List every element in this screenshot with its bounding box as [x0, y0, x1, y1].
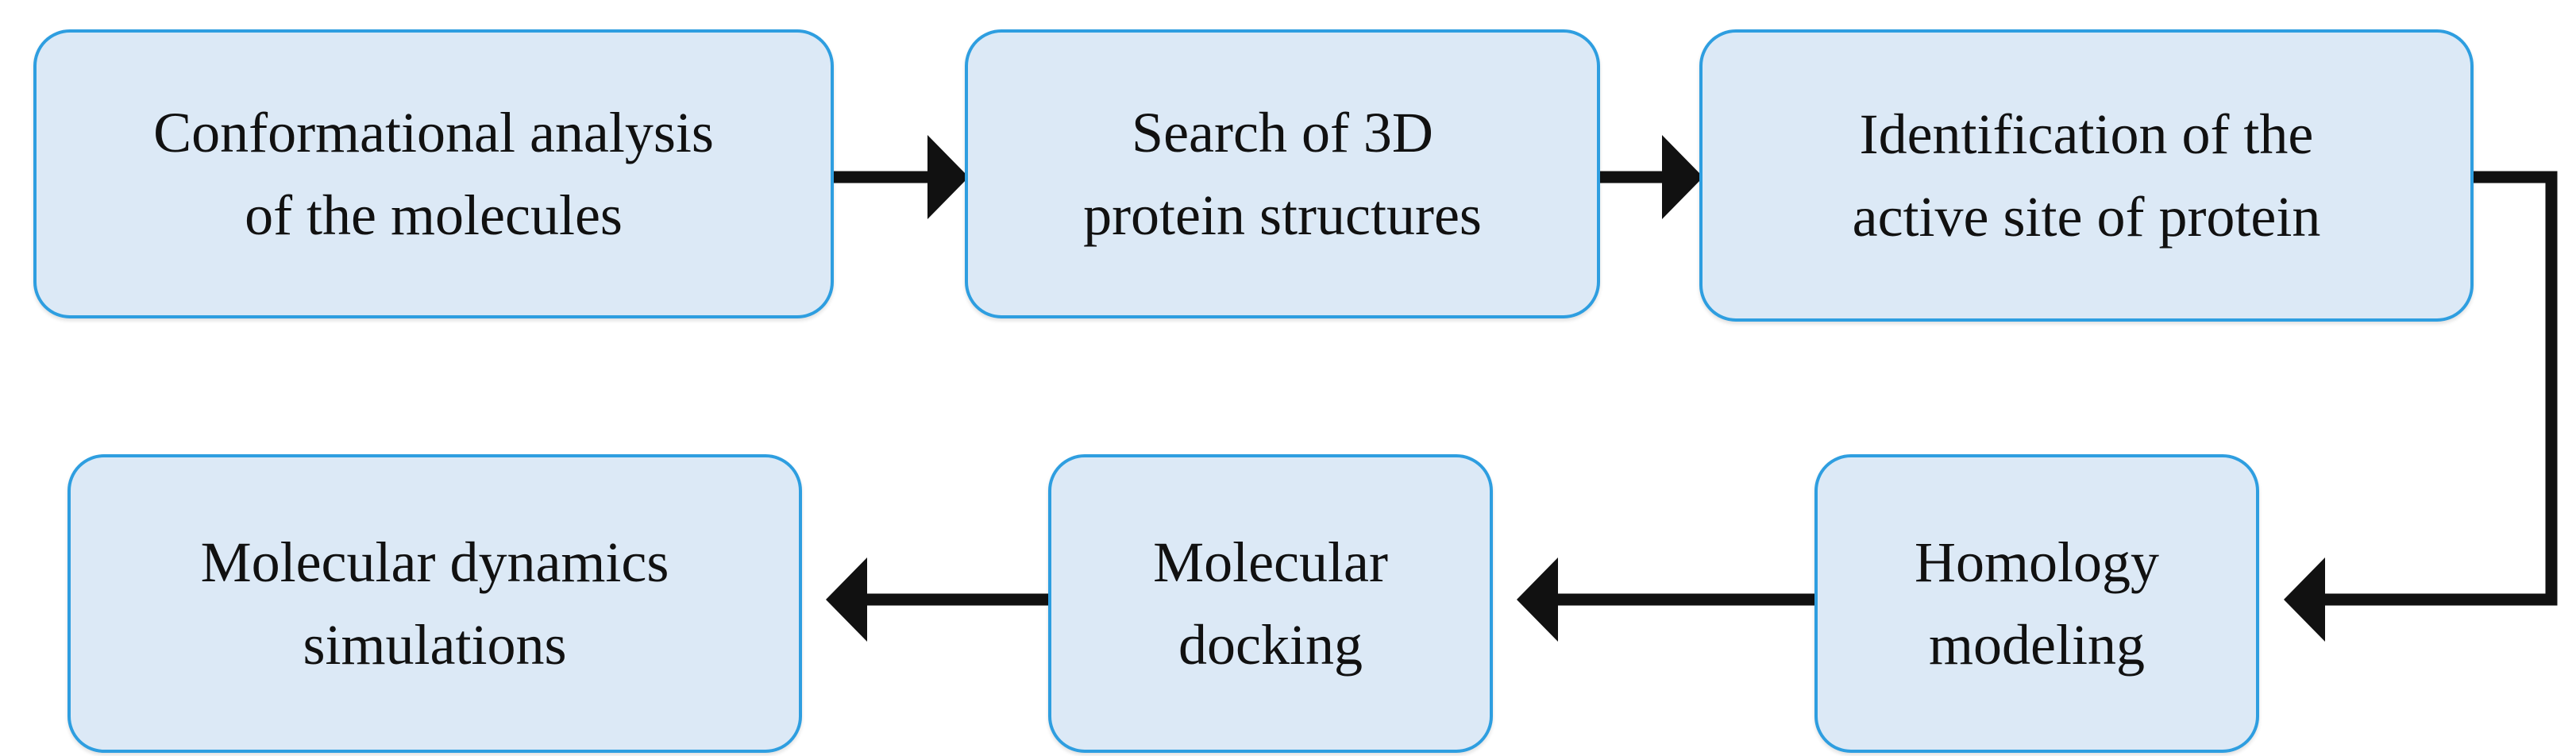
node-molecular-dynamics-simulations[interactable]: Molecular dynamics simulations	[67, 454, 802, 753]
node-label: Identification of the active site of pro…	[1852, 102, 2321, 249]
edge-conformational-to-search	[834, 135, 969, 219]
node-active-site-identification[interactable]: Identification of the active site of pro…	[1699, 29, 2474, 322]
node-label: Homology modeling	[1914, 530, 2159, 677]
node-molecular-docking[interactable]: Molecular docking	[1048, 454, 1493, 753]
edge-docking-to-dynamics	[826, 557, 1048, 642]
edge-homology-to-docking	[1517, 557, 1814, 642]
node-label: Conformational analysis of the molecules	[153, 100, 714, 247]
node-label: Search of 3D protein structures	[1083, 100, 1482, 247]
edge-search-to-active-site	[1600, 135, 1703, 219]
node-homology-modeling[interactable]: Homology modeling	[1814, 454, 2259, 753]
node-conformational-analysis[interactable]: Conformational analysis of the molecules	[33, 29, 834, 318]
node-label: Molecular docking	[1153, 530, 1388, 677]
node-protein-structure-search[interactable]: Search of 3D protein structures	[965, 29, 1600, 318]
node-label: Molecular dynamics simulations	[200, 530, 669, 677]
